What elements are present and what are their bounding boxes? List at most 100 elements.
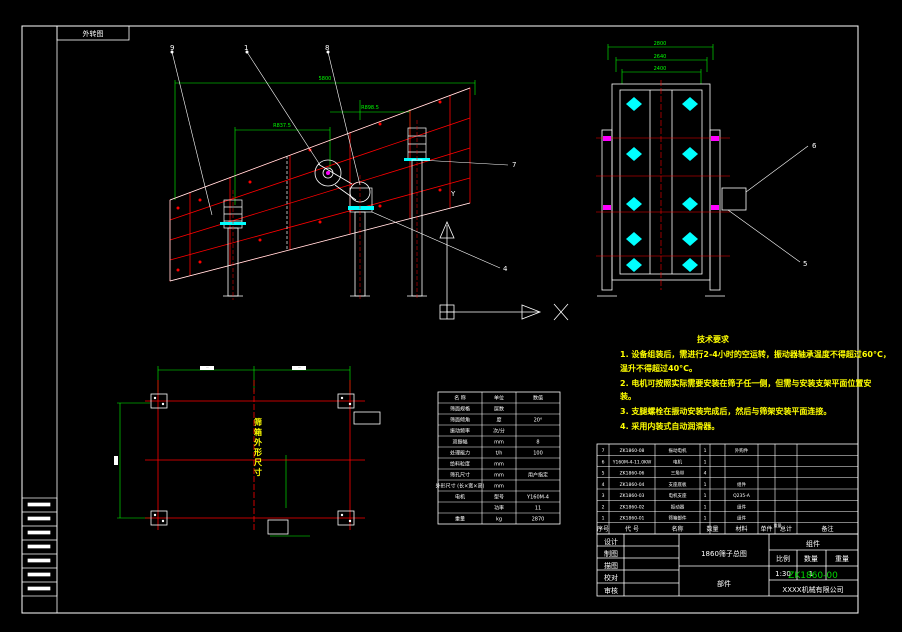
drawing-number: ZK1860-00 [788, 571, 838, 581]
side-plate-bolts [176, 100, 442, 272]
params-cell: 用户指定 [528, 472, 548, 479]
vibrator-assembly [314, 159, 371, 203]
front-dim-r2: R898.5 [361, 105, 379, 111]
params-cell: 给料粒度 [450, 461, 470, 468]
leg-centerlines [232, 120, 418, 300]
bom-cell: 7 [602, 448, 605, 454]
front-view: 5800 R837.5 R898.5 [169, 44, 516, 300]
front-dim-overall: 5800 [319, 76, 332, 82]
bom-cell: 电机 [673, 458, 682, 465]
plan-frame [145, 380, 365, 530]
plan-vertical-note: 筛箱外形尺寸 [254, 417, 263, 478]
vibrator-center [326, 171, 330, 175]
screen-box [169, 87, 471, 282]
params-cell: 型号 [494, 494, 504, 501]
bom-cell: 3 [602, 493, 605, 499]
params-cell: mm [494, 473, 504, 479]
bom-header-cell: 备注 [821, 525, 833, 533]
params-cell: t/h [496, 451, 503, 457]
side-dim-inner: 2400 [654, 66, 667, 72]
corner-label-box: 外转图 [56, 25, 130, 41]
bom-cell: 1 [704, 448, 707, 454]
bom-cell: ZK1860-02 [620, 504, 645, 510]
bom-cell: 振动器 [671, 503, 685, 510]
drawing-name: 1860筛子总图 [701, 549, 747, 558]
bom-cell: ZK1860-08 [620, 448, 645, 454]
tech-req-line-2: 温升不得超过40°C。 [620, 363, 697, 373]
plan-view: 1440 1440 筛箱外形尺寸 [114, 366, 381, 537]
axis-x-label: X [574, 321, 575, 323]
callout-5: 5 [803, 260, 807, 268]
callout-8: 8 [325, 44, 329, 52]
callout-7: 7 [512, 161, 516, 169]
bom-cell: 组件 [737, 503, 746, 510]
bom-cell: Y160M-4-11.0KW [612, 459, 652, 465]
params-cell: 重量 [455, 516, 465, 523]
tech-req-line-5: 3. 支腿螺栓在振动安装完成后，然后与筛架安装平面连接。 [620, 406, 831, 416]
bom-cell: 1 [704, 459, 707, 465]
role-tracing: 描图 [604, 561, 618, 570]
params-cell: 度 [496, 417, 501, 424]
plan-dim-lines [117, 366, 351, 537]
bom-cell: 电机支座 [669, 492, 687, 499]
bom-cell: ZK1860-03 [620, 493, 645, 499]
company-name: XXXX机械有限公司 [782, 585, 843, 594]
screen-box-outline [169, 87, 471, 282]
role-check: 校对 [604, 573, 618, 582]
params-cell: 8 [536, 440, 539, 446]
bom-cell: 2 [602, 504, 605, 510]
params-cell: 名 称 [454, 395, 466, 402]
tech-requirements: 技术要求 1. 设备组装后，需进行2-4小时的空运转，振动器轴承温度不得超过60… [619, 334, 891, 431]
axis-y-label: Y [450, 190, 456, 198]
axis-indicator [439, 221, 569, 321]
bom-cell: 组件 [737, 481, 746, 488]
callout-6: 6 [812, 142, 817, 150]
bom-cell: ZK1860-06 [620, 471, 645, 477]
bom-header-cell: 单件 [760, 525, 772, 533]
bom-cell: 4 [704, 471, 707, 477]
params-cell: 外形尺寸 (长×宽×高) [436, 483, 485, 490]
params-cell: mm [494, 462, 504, 468]
bom-cell: 1 [704, 482, 707, 488]
params-cell: 层数 [494, 406, 504, 413]
bom-header-cell: 名称 [671, 525, 683, 533]
side-body [597, 83, 747, 297]
callout-4: 4 [503, 265, 508, 273]
bom-header-weight: 重量 [774, 522, 782, 528]
role-review: 审核 [604, 586, 618, 595]
role-design: 设计 [604, 537, 618, 546]
side-leaders [727, 145, 809, 263]
tech-req-line-3: 2. 电机可按照实际需要安装在筛子任一侧，但需与安装支架平面位置安 [620, 378, 871, 388]
inner-frame [56, 25, 859, 614]
support-legs [223, 159, 427, 297]
side-screen-mesh [626, 97, 698, 272]
side-centerlines [596, 80, 730, 290]
plan-dim-right: 1440 [298, 367, 301, 369]
bom-cell: 1 [704, 504, 707, 510]
plan-bolt-holes [153, 396, 352, 523]
side-dim-middle: 2640 [654, 54, 667, 60]
side-dim-outer: 2800 [654, 41, 667, 47]
params-cell: kg [496, 517, 502, 523]
bom-cell: ZK1860-04 [620, 482, 645, 488]
front-dim-r1: R837.5 [273, 123, 291, 129]
params-cell: 次/分 [493, 428, 505, 435]
bom-header-cell: 总计 [780, 525, 792, 533]
params-cell: 数值 [533, 395, 543, 402]
params-cell: 双振幅 [452, 439, 467, 446]
params-cell: mm [494, 440, 504, 446]
sheet-frame [21, 25, 859, 614]
label-ratio: 比例 [776, 554, 790, 563]
params-cell: 单位 [494, 395, 504, 402]
title-block [596, 533, 859, 597]
bom-cell: 4 [602, 482, 605, 488]
tech-req-line-4: 装。 [619, 391, 636, 401]
params-cell: 100 [533, 451, 543, 457]
bom-cell: 外购件 [735, 447, 749, 454]
left-side-blocks [21, 497, 58, 597]
bom-cell: 1 [704, 493, 707, 499]
